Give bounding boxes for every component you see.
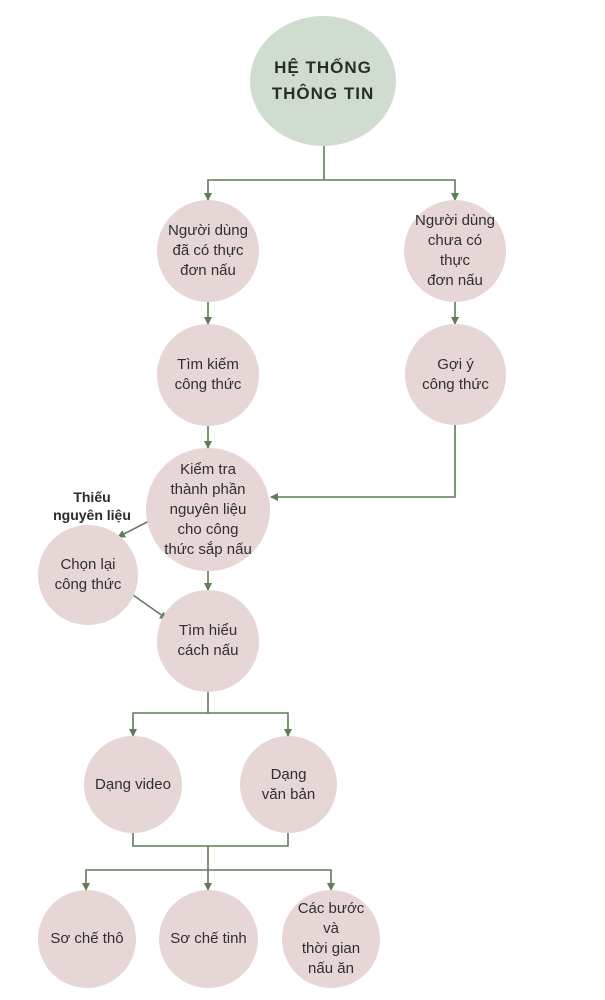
node-search-recipe: Tìm kiếm công thức bbox=[157, 324, 259, 426]
node-check-ingredients: Kiểm tra thành phần nguyên liệu cho công… bbox=[146, 448, 270, 571]
node-fine-prep: Sơ chế tinh bbox=[159, 890, 258, 988]
node-video-format: Dạng video bbox=[84, 736, 182, 833]
edge-split-has-menu bbox=[204, 179, 324, 201]
node-steps-time: Các bước và thời gian nấu ăn bbox=[282, 890, 380, 988]
edge-suggest-to-check bbox=[270, 425, 456, 501]
label-missing-ingredients: Thiếu nguyên liệu bbox=[53, 489, 131, 523]
edge-split-video bbox=[129, 712, 208, 737]
node-has-menu: Người dùng đã có thực đơn nấu bbox=[157, 200, 259, 302]
node-text-format: Dạng văn bản bbox=[240, 736, 337, 833]
edge-video-join bbox=[132, 833, 208, 847]
edge-reselect-to-learn bbox=[132, 594, 168, 620]
node-rough-prep: Sơ chế thô bbox=[38, 890, 136, 988]
edge-split-rough bbox=[82, 869, 208, 891]
edge-split-no-menu bbox=[324, 179, 459, 201]
node-suggest-recipe: Gợi ý công thức bbox=[405, 324, 506, 425]
node-learn-cooking: Tìm hiểu cách nấu bbox=[157, 590, 259, 692]
edge-text-join bbox=[208, 833, 289, 847]
node-reselect-recipe: Chọn lại công thức bbox=[38, 525, 138, 625]
edge-split-text bbox=[208, 712, 292, 737]
node-root: HỆ THỐNG THÔNG TIN bbox=[250, 16, 396, 146]
node-no-menu: Người dùng chưa có thực đơn nấu bbox=[404, 200, 506, 302]
edge-split-steps bbox=[208, 869, 335, 891]
